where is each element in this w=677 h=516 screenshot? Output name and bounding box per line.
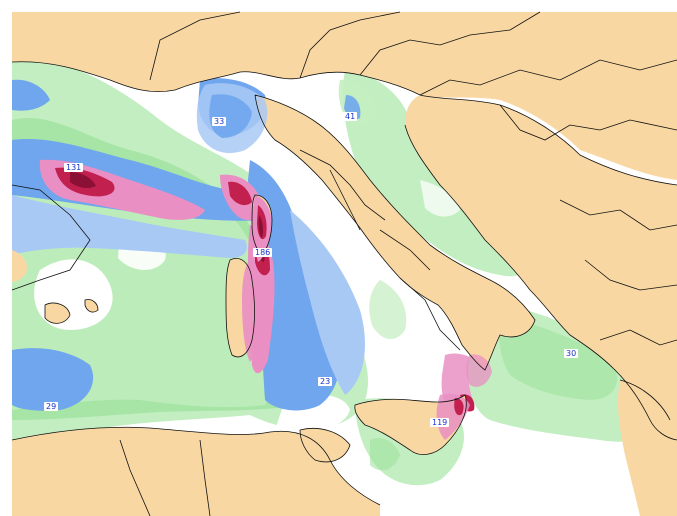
precip-label: 29 bbox=[44, 402, 59, 411]
precip-label: 131 bbox=[64, 163, 84, 172]
precipitation-over-land bbox=[196, 79, 492, 440]
precip-label: 23 bbox=[318, 377, 333, 386]
precip-label: 33 bbox=[212, 117, 227, 126]
precip-label: 41 bbox=[343, 112, 358, 121]
precip-label: 30 bbox=[564, 349, 579, 358]
borders bbox=[11, 11, 677, 516]
precip-label: 119 bbox=[430, 418, 450, 427]
land-masses bbox=[12, 12, 677, 516]
precip-label: 186 bbox=[253, 248, 273, 257]
